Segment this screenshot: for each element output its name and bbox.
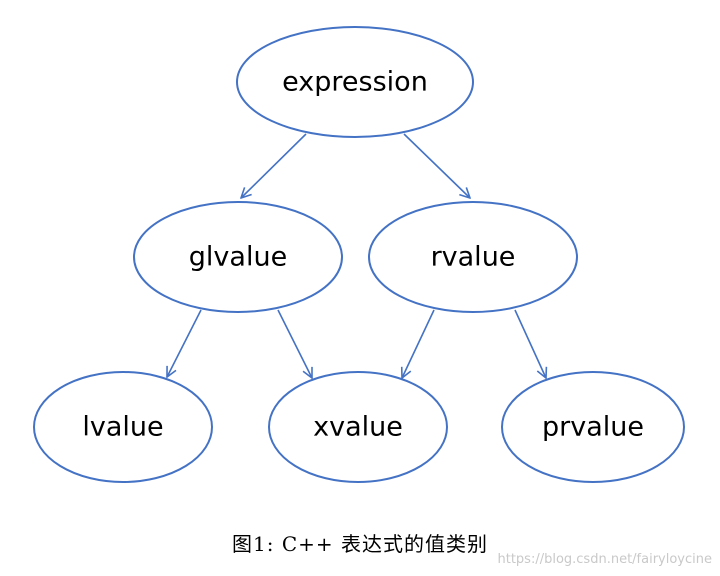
node-rvalue-label: rvalue [431,242,516,273]
edge-expression-rvalue [403,133,470,198]
node-lvalue: lvalue [33,371,213,483]
node-glvalue-shape [133,201,343,313]
node-lvalue-label: lvalue [82,412,163,443]
node-xvalue: xvalue [268,371,448,483]
node-prvalue-shape [501,371,685,483]
edge-rvalue-xvalue [402,309,435,378]
edge-glvalue-xvalue [277,309,312,378]
edge-glvalue-lvalue [167,309,202,377]
edge-rvalue-prvalue [514,309,546,378]
node-xvalue-label: xvalue [313,412,403,443]
node-expression-label: expression [282,67,428,98]
node-prvalue-label: prvalue [542,412,644,443]
node-expression-shape [236,26,474,138]
node-xvalue-shape [268,371,448,483]
figure-caption: 图1: C++ 表达式的值类别 [232,532,488,556]
edges [167,133,546,378]
node-glvalue-label: glvalue [189,242,287,273]
edge-expression-glvalue [241,133,307,198]
node-glvalue: glvalue [133,201,343,313]
node-rvalue-shape [368,201,578,313]
node-lvalue-shape [33,371,213,483]
node-prvalue: prvalue [501,371,685,483]
node-rvalue: rvalue [368,201,578,313]
node-expression: expression [236,26,474,138]
watermark: https://blog.csdn.net/fairyloycine [497,552,712,567]
